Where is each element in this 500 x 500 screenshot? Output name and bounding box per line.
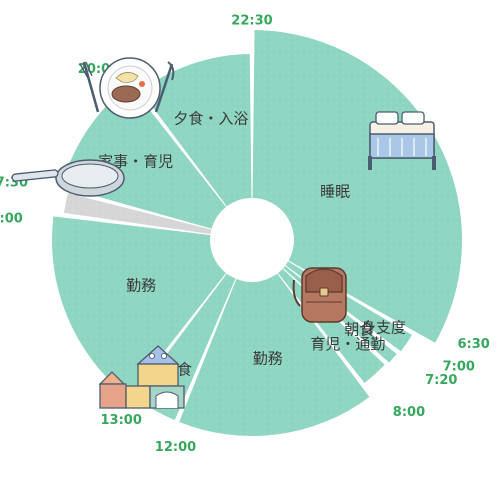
pie-slice-texture [63, 193, 252, 240]
bed-icon [368, 111, 436, 170]
pie-slice-texture [140, 54, 252, 241]
pie-slice-texture [61, 84, 252, 241]
segment-label: 睡眠 [320, 183, 350, 201]
time-label: 13:00 [101, 413, 142, 428]
backpack-icon [292, 267, 347, 323]
segment-label: 身支度 [361, 318, 406, 336]
pie-slice-texture [52, 216, 252, 398]
segment-label: 朝食 [344, 321, 374, 339]
center-hole [210, 198, 294, 282]
time-label: 7:00 [443, 359, 475, 374]
time-label: 17:00 [0, 212, 23, 227]
segment-label: 勤務 [126, 276, 156, 294]
frying-pan-icon [11, 159, 125, 197]
time-label: 12:00 [155, 440, 196, 455]
segment-label: 夕食・入浴 [173, 109, 248, 127]
segment-label: 育児・通勤 [310, 335, 385, 353]
toy-blocks-icon [98, 345, 185, 409]
pie-slice-texture [252, 30, 462, 343]
time-label: 22:30 [231, 14, 272, 29]
time-label: 6:30 [458, 337, 490, 352]
dinner-plate-icon [79, 57, 175, 119]
time-label: 7:20 [425, 373, 457, 388]
pie-texture [52, 30, 462, 436]
pie-slice-texture [179, 240, 370, 436]
time-label: 8:00 [393, 405, 425, 420]
segment-label: 勤務 [253, 350, 283, 368]
time-labels: 22:306:307:007:208:0012:0013:0017:0017:3… [0, 14, 490, 455]
